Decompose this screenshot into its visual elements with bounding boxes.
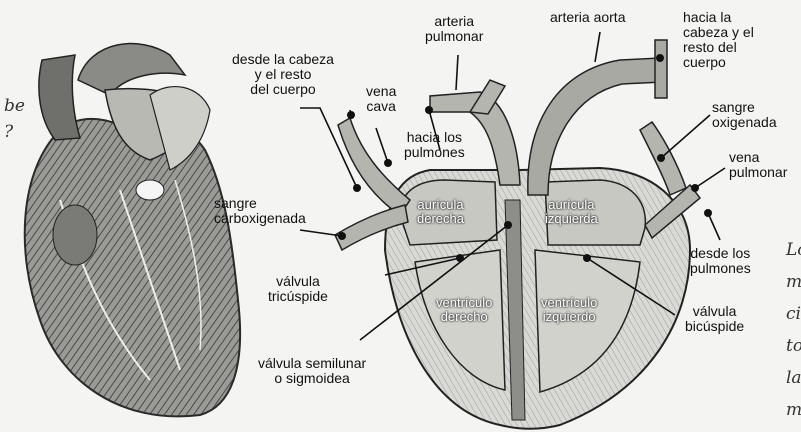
cut-text-right-3: ci xyxy=(786,304,801,324)
cut-text-right-1: Lo xyxy=(786,240,801,260)
cut-text-right-5: la xyxy=(786,368,801,388)
label-desde-la-cabeza: desde la cabeza y el resto del cuerpo xyxy=(232,52,334,97)
cut-text-right-4: to xyxy=(786,336,801,356)
label-auricula-izquierda: aurícula izquierda xyxy=(545,198,598,226)
label-sangre-oxigenada: sangre oxigenada xyxy=(712,100,777,130)
label-ventriculo-derecho: ventrículo derecho xyxy=(436,296,492,324)
label-valvula-bicuspide: válvula bicúspide xyxy=(685,304,744,334)
label-hacia-los-pulmones: hacia los pulmones xyxy=(404,130,465,160)
label-desde-los-pulmones: desde los pulmones xyxy=(690,246,751,276)
cut-text-left-2: ? xyxy=(4,122,13,142)
label-arteria-pulmonar: arteria pulmonar xyxy=(425,14,483,44)
cut-text-right-2: m xyxy=(786,272,801,292)
label-hacia-la-cabeza: hacia la cabeza y el resto del cuerpo xyxy=(683,10,754,70)
label-sangre-carboxigenada: sangre carboxigenada xyxy=(214,196,306,226)
label-valvula-semilunar: válvula semilunar o sigmoidea xyxy=(258,356,366,386)
label-vena-pulmonar: vena pulmonar xyxy=(729,150,787,180)
label-vena-cava: vena cava xyxy=(366,84,396,114)
cut-text-left-1: be xyxy=(4,96,25,116)
label-arteria-aorta: arteria aorta xyxy=(550,10,625,25)
label-valvula-tricuspide: válvula tricúspide xyxy=(268,274,328,304)
label-auricula-derecha: aurícula derecha xyxy=(417,198,464,226)
anatomical-heart-illustration xyxy=(25,44,240,417)
label-ventriculo-izquierdo: ventrículo izquierdo xyxy=(541,296,597,324)
cut-text-right-6: m xyxy=(786,400,801,420)
